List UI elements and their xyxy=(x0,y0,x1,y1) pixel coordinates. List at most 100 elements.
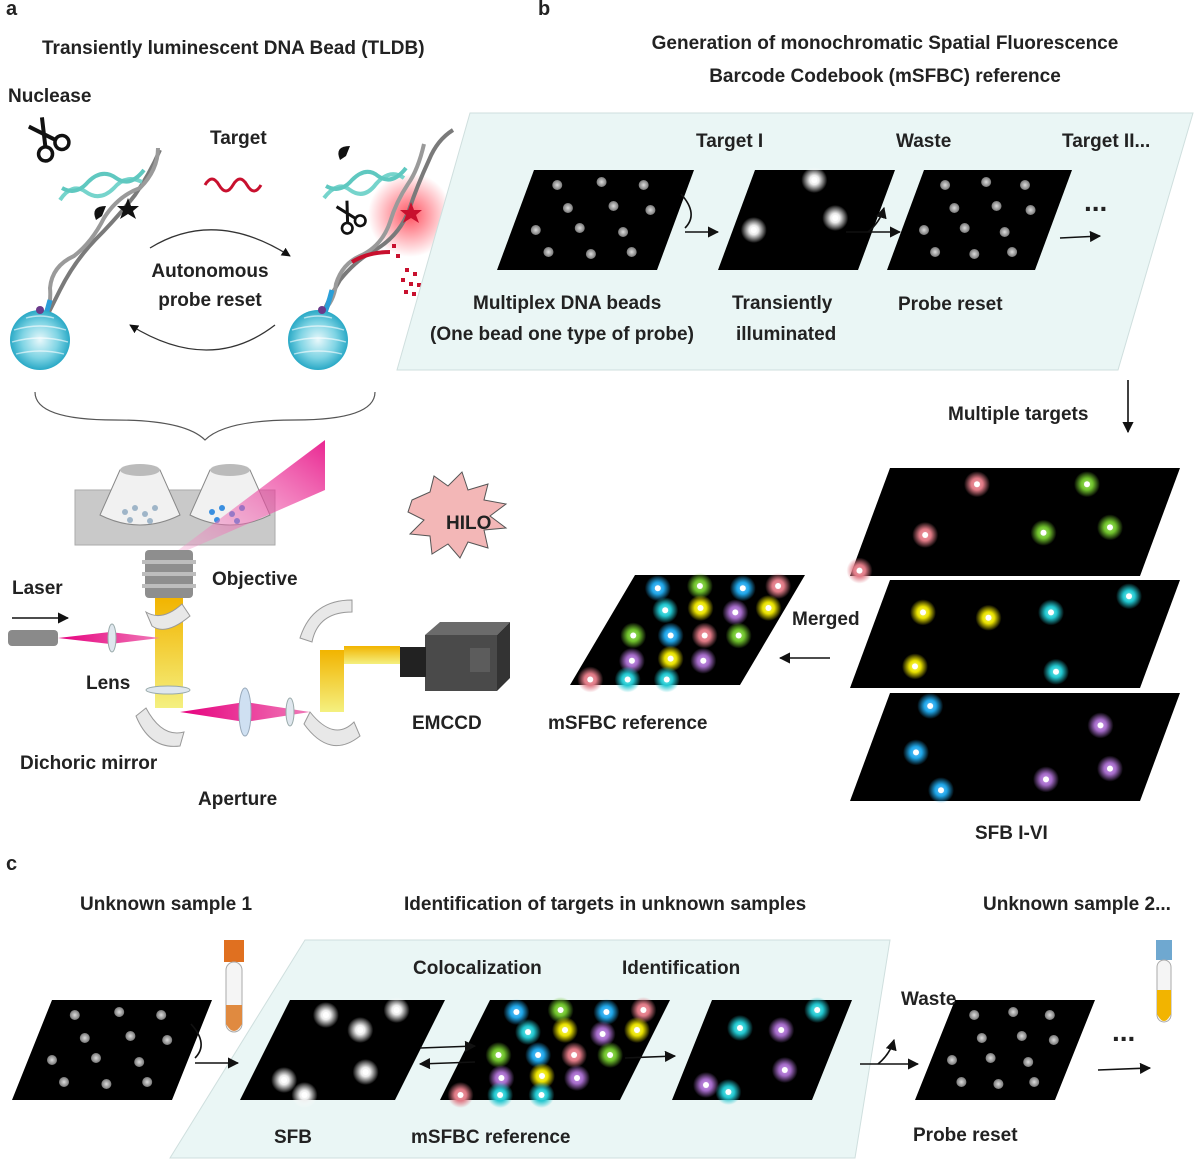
dna-bead xyxy=(1007,247,1018,257)
dna-bead xyxy=(162,1035,173,1045)
arrow-b2-waste xyxy=(867,206,887,233)
dna-bead xyxy=(1048,1035,1059,1045)
panel-b-title-line2: Barcode Codebook (mSFBC) reference xyxy=(709,66,1061,87)
arrow-c-identify xyxy=(624,1050,677,1062)
dna-bead xyxy=(969,249,980,259)
dna-bead xyxy=(142,1077,153,1087)
sample-tube-icon-2 xyxy=(1156,940,1172,1023)
sfb-1 xyxy=(846,468,1040,584)
emccd-label: EMCCD xyxy=(412,713,482,734)
reference-label-b: mSFBC reference xyxy=(548,713,708,734)
merged-label: Merged xyxy=(792,609,860,630)
dna-bead xyxy=(645,205,656,215)
beads-label-line2: (One bead one type of probe) xyxy=(430,324,694,345)
target-2-label: Target II... xyxy=(1062,131,1151,152)
sample-holder xyxy=(74,464,276,546)
dna-bead xyxy=(156,1010,167,1020)
dna-bead xyxy=(59,1077,69,1087)
bead-texture-right xyxy=(289,315,347,355)
sfb-range-label: SFB I-VI xyxy=(975,823,1048,844)
unknown-sample-2-label: Unknown sample 2... xyxy=(983,894,1171,915)
cycle-arrow-top xyxy=(149,229,291,257)
dna-bead xyxy=(1025,205,1036,215)
sfb-3 xyxy=(850,580,1040,688)
dna-bead xyxy=(1029,1077,1040,1087)
waste-label-c: Waste xyxy=(901,989,957,1010)
panel-c-title: Identification of targets in unknown sam… xyxy=(404,894,807,915)
dna-bead xyxy=(79,1033,90,1043)
arrow-c-coloc-forward xyxy=(419,1040,477,1052)
mirror-4 xyxy=(299,599,353,643)
panel-a-title: Transiently luminescent DNA Bead (TLDB) xyxy=(42,38,425,59)
bead-texture xyxy=(11,315,69,355)
dichroic-label: Dichoric mirror xyxy=(20,753,158,774)
panel-b-letter: b xyxy=(538,0,551,20)
dna-bead xyxy=(543,247,554,257)
arrow-c1 xyxy=(190,1023,238,1063)
curly-brace xyxy=(34,391,376,441)
fov-sfb xyxy=(240,997,445,1108)
beads-label-line1: Multiplex DNA beads xyxy=(473,293,662,314)
dna-bead xyxy=(47,1055,57,1065)
lens-icon xyxy=(107,623,117,653)
dna-bead xyxy=(608,201,619,211)
dna-bead-left xyxy=(10,310,70,370)
dna-bead xyxy=(69,1010,80,1020)
sfb-6 xyxy=(990,693,1180,801)
dna-bead xyxy=(1044,1010,1055,1020)
dna-bead xyxy=(959,223,970,233)
dna-bead xyxy=(1023,1057,1034,1067)
fov-unknown-sample-1 xyxy=(12,1000,212,1100)
digested-fragments xyxy=(392,244,421,296)
dna-bead xyxy=(552,180,563,190)
arrow-c-next xyxy=(1097,1062,1152,1074)
dna-bead xyxy=(981,177,992,187)
dna-bead xyxy=(626,247,637,257)
multiple-targets-label: Multiple targets xyxy=(948,404,1089,425)
dna-bead xyxy=(91,1053,101,1063)
aperture-lens-icon xyxy=(238,687,252,737)
dna-bead xyxy=(991,201,1002,211)
panel-c-screens xyxy=(12,997,1095,1108)
dichroic-mirror-2 xyxy=(135,707,185,747)
fov-probe-reset-c xyxy=(915,1000,1095,1100)
sfb-5 xyxy=(850,692,1040,804)
dna-bead xyxy=(101,1079,112,1089)
dna-bead xyxy=(562,203,573,213)
dichroic-mirror-1 xyxy=(144,603,191,630)
dna-bead xyxy=(574,223,585,233)
fov-probe-reset xyxy=(887,170,1072,270)
hilo-beam xyxy=(165,440,325,560)
objective-lens-icon xyxy=(142,550,196,598)
cycle-arrow-bottom xyxy=(129,324,276,351)
unknown-sample-1-label: Unknown sample 1 xyxy=(80,894,253,915)
target-strand-icon xyxy=(203,177,263,193)
dna-bead xyxy=(919,225,929,235)
dna-bead xyxy=(999,227,1010,237)
quencher-icon xyxy=(94,206,106,220)
target-label: Target xyxy=(210,128,267,149)
probe-reset-label-b: Probe reset xyxy=(898,294,1003,315)
dna-bead xyxy=(638,180,649,190)
arrow-b1 xyxy=(680,193,718,232)
fov-multiplex-beads xyxy=(497,170,694,270)
dna-bead-right xyxy=(288,310,348,370)
dna-bead xyxy=(930,247,941,257)
dna-bead xyxy=(949,203,960,213)
probe-reset-label-c: Probe reset xyxy=(913,1125,1018,1146)
dna-bead xyxy=(985,1053,996,1063)
dna-bead xyxy=(618,227,629,237)
emission-beam-to-camera xyxy=(344,646,400,664)
dna-bead xyxy=(940,180,951,190)
dna-bead xyxy=(947,1055,957,1065)
dna-bead xyxy=(1016,1031,1027,1041)
scissors-icon-right xyxy=(335,200,367,235)
nuclease-label: Nuclease xyxy=(8,86,92,107)
linker-dot-right xyxy=(318,306,326,314)
cycle-label-line1: Autonomous xyxy=(151,261,269,282)
panel-c-letter: c xyxy=(6,853,18,875)
dna-bead xyxy=(969,1010,980,1020)
dna-bead xyxy=(976,1033,987,1043)
panel-a-letter: a xyxy=(6,0,18,20)
fluorophore-star-icon xyxy=(117,198,139,219)
